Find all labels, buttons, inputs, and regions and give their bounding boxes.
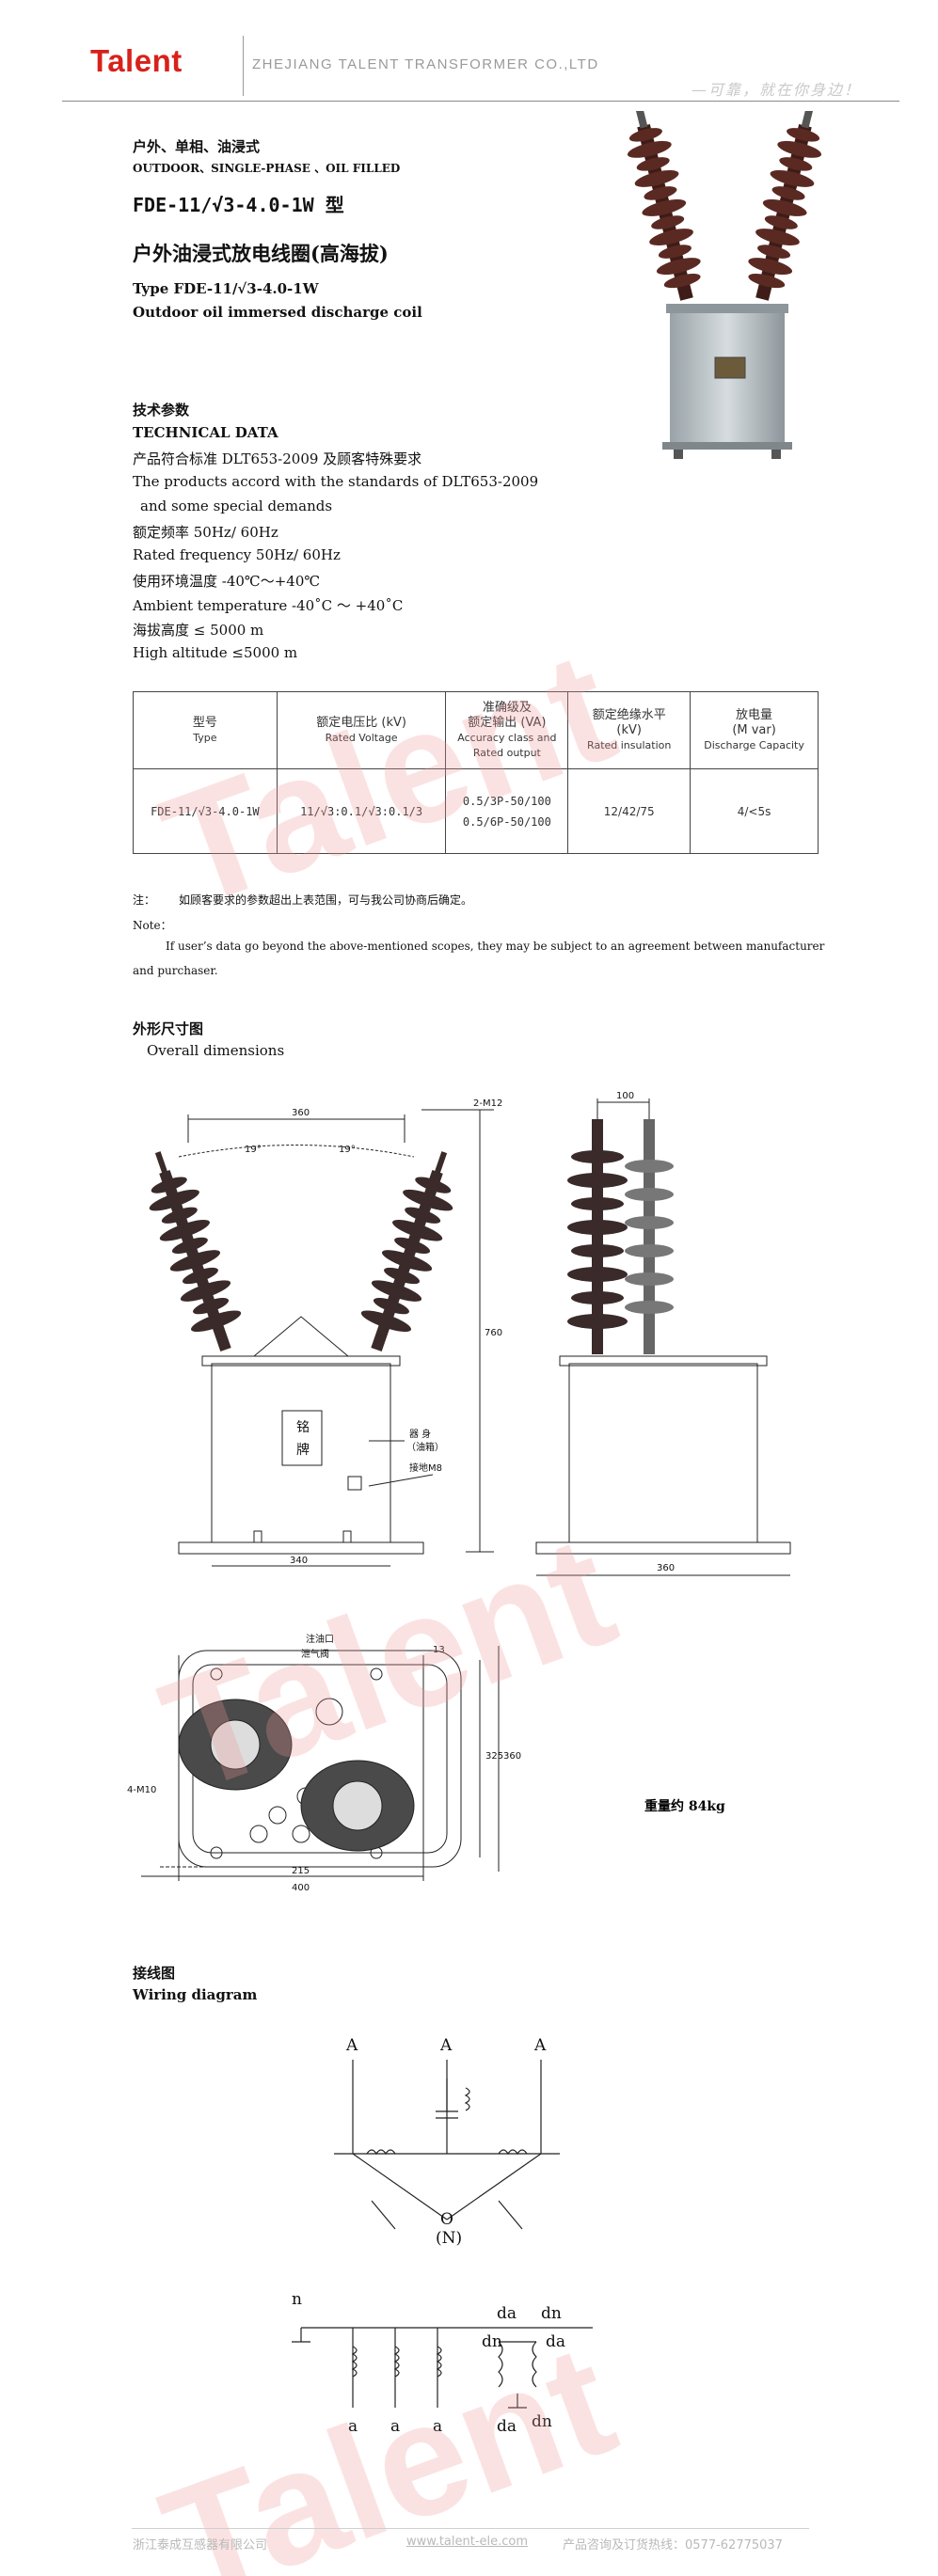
tech-line: Rated frequency 50Hz/ 60Hz	[133, 546, 341, 563]
svg-text:325: 325	[485, 1751, 503, 1762]
svg-text:泄气阀: 泄气阀	[301, 1648, 329, 1660]
note-en-label: Note：	[133, 919, 172, 932]
svg-text:（油箱）: （油箱）	[406, 1441, 444, 1453]
svg-text:O: O	[440, 2210, 453, 2229]
cell-type: FDE-11/√3-4.0-1W	[133, 768, 278, 854]
svg-text:19°: 19°	[339, 1145, 356, 1155]
slogan: —可靠，就在你身边！	[692, 81, 862, 99]
wiring-en-heading: Wiring diagram	[133, 1986, 258, 2003]
cn-product-name: 户外油浸式放电线圈(高海拔)	[133, 242, 389, 265]
header-rule	[62, 101, 899, 102]
tech-line: 海拔高度 ≤ 5000 m	[133, 622, 264, 639]
note-en-text: and purchaser.	[133, 964, 218, 977]
model-title: FDE-11/√3-4.0-1W 型	[133, 194, 344, 216]
svg-text:铭: 铭	[296, 1420, 310, 1435]
svg-text:340: 340	[290, 1556, 308, 1566]
product-photo	[627, 111, 822, 459]
svg-text:13: 13	[433, 1645, 445, 1655]
header-cell: 放电量(M var)Discharge Capacity	[690, 691, 819, 769]
svg-text:360: 360	[657, 1563, 675, 1573]
svg-text:A: A	[533, 2036, 547, 2055]
wiring-cn-heading: 接线图	[133, 1965, 176, 1982]
company-name: ZHEJIANG TALENT TRANSFORMER CO.,LTD	[252, 56, 599, 72]
header-cell: 额定绝缘水平(kV)Rated insulation	[567, 691, 692, 769]
tech-line: The products accord with the standards o…	[133, 473, 539, 490]
svg-text:牌: 牌	[296, 1442, 310, 1458]
en-product-name: Outdoor oil immersed discharge coil	[133, 304, 422, 321]
dim-en-heading: Overall dimensions	[147, 1042, 285, 1059]
cell-voltage: 11/√3:0.1/√3:0.1/3	[276, 768, 447, 854]
footer-company: 浙江泰成互感器有限公司	[133, 2538, 268, 2552]
svg-text:da: da	[546, 2332, 565, 2351]
company-logo: Talent	[90, 43, 183, 78]
svg-text:dn: dn	[541, 2304, 562, 2323]
header-divider	[243, 36, 244, 96]
svg-text:da: da	[497, 2417, 517, 2436]
tech-en-heading: TECHNICAL DATA	[133, 424, 278, 441]
svg-text:360: 360	[292, 1108, 310, 1118]
svg-text:a: a	[348, 2417, 358, 2436]
header-cell: 额定电压比 (kV)Rated Voltage	[276, 691, 447, 769]
footer-rule	[132, 2528, 809, 2529]
spec-data-row: FDE-11/√3-4.0-1W 11/√3:0.1/√3:0.1/3 0.5/…	[133, 768, 819, 854]
note-cn-text: 如顾客要求的参数超出上表范围，可与我公司协商后确定。	[179, 893, 473, 907]
note-cn-label: 注：	[133, 893, 156, 907]
dimension-drawing: 360 2-M12 19° 19° 760 铭 牌 器 身 （油箱） 接地M8 …	[127, 1091, 791, 1893]
footer-hotline: 产品咨询及订货热线：0577-62775037	[563, 2538, 783, 2552]
cell-insulation: 12/42/75	[567, 768, 692, 854]
tech-cn-heading: 技术参数	[133, 402, 190, 419]
svg-text:a: a	[390, 2417, 400, 2436]
svg-text:接地M8: 接地M8	[409, 1462, 442, 1474]
cn-subtitle: 户外、单相、油浸式	[133, 138, 261, 155]
svg-text:215: 215	[292, 1866, 310, 1876]
svg-text:(N): (N)	[436, 2229, 462, 2248]
tech-line: and some special demands	[140, 498, 333, 514]
svg-text:器 身: 器 身	[409, 1428, 431, 1440]
note-en-text: If user’s data go beyond the above-menti…	[166, 940, 825, 953]
svg-text:400: 400	[292, 1883, 310, 1893]
svg-text:a: a	[433, 2417, 442, 2436]
svg-text:n: n	[292, 2290, 302, 2309]
svg-text:A: A	[345, 2036, 358, 2055]
svg-text:360: 360	[503, 1751, 521, 1762]
svg-text:4-M10: 4-M10	[127, 1785, 156, 1795]
dim-cn-heading: 外形尺寸图	[133, 1020, 204, 1037]
type-line: Type FDE-11/√3-4.0-1W	[133, 280, 319, 297]
footer-website-link[interactable]: www.talent-ele.com	[406, 2535, 529, 2549]
svg-text:注油口: 注油口	[306, 1633, 334, 1645]
tech-line: 额定频率 50Hz/ 60Hz	[133, 524, 278, 541]
wiring-diagram: A A A O (N) n a a a da dn dn da da dn	[292, 2036, 593, 2436]
svg-text:A: A	[439, 2036, 453, 2055]
tech-line: Ambient temperature -40˚C ～ +40˚C	[133, 597, 404, 614]
svg-text:dn: dn	[482, 2332, 502, 2351]
svg-text:2-M12: 2-M12	[473, 1098, 502, 1109]
weight-label: 重量约 84kg	[644, 1798, 725, 1814]
cell-discharge: 4/<5s	[690, 768, 819, 854]
svg-text:760: 760	[485, 1328, 502, 1338]
tech-line: 产品符合标准 DLT653-2009 及顾客特殊要求	[133, 450, 422, 467]
en-subtitle: OUTDOOR、SINGLE-PHASE 、OIL FILLED	[133, 162, 401, 175]
svg-text:19°: 19°	[245, 1145, 262, 1155]
tech-line: 使用环境温度 -40℃～+40℃	[133, 573, 321, 590]
svg-text:100: 100	[616, 1091, 634, 1101]
svg-text:dn: dn	[532, 2412, 552, 2431]
tech-line: High altitude ≤5000 m	[133, 644, 298, 661]
svg-text:da: da	[497, 2304, 517, 2323]
